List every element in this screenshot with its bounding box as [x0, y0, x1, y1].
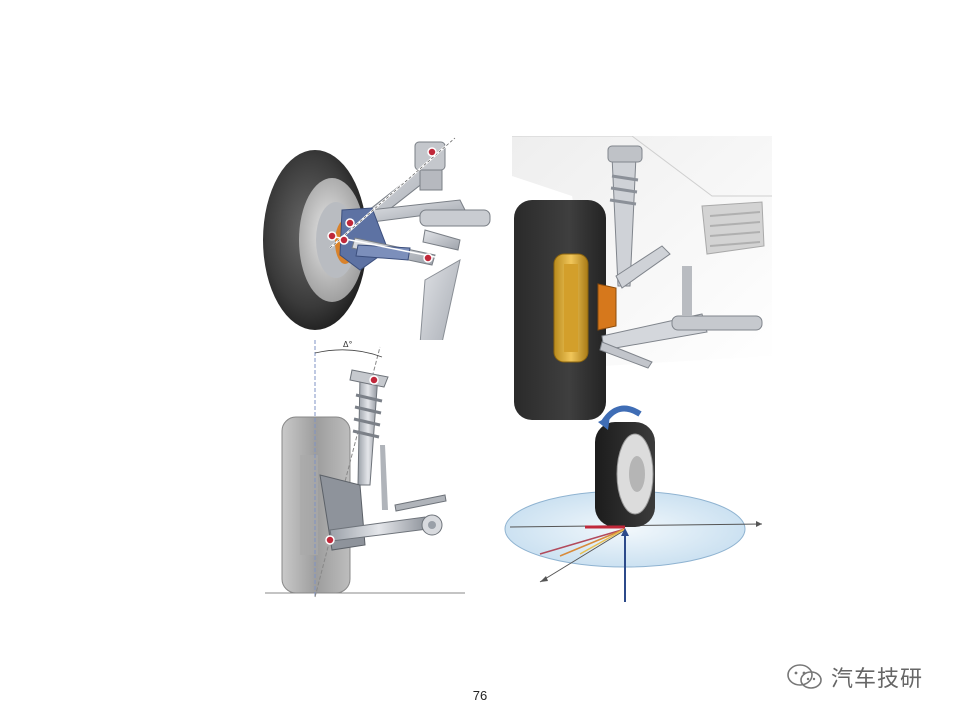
- wheel-axes-diagram: [500, 392, 770, 607]
- wheel-brake-detail-figure: [512, 136, 772, 426]
- watermark: 汽车技研: [785, 660, 923, 694]
- angle-label: Δ°: [343, 340, 352, 349]
- suspension-perspective-figure: [260, 130, 500, 340]
- watermark-text: 汽车技研: [831, 667, 924, 692]
- wechat-icon: [787, 664, 822, 689]
- kingpin-inclination-figure: Δ°: [260, 335, 470, 605]
- wheel-icon: [595, 422, 655, 527]
- page-number: 76: [472, 688, 488, 703]
